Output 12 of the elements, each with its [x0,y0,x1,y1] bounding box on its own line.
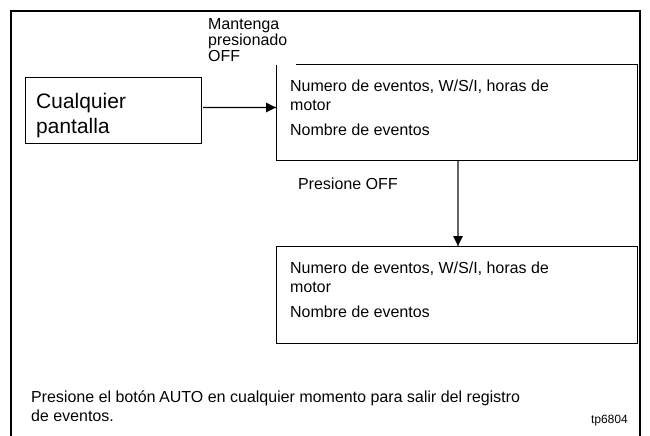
process-box [25,77,202,144]
figure-code: tp6804 [591,412,628,426]
box-title: Cualquier pantalla [36,90,127,140]
edge-label: Mantenga presionado OFF [208,17,296,65]
box-subtext: Nombre de eventos [290,122,431,141]
process-box [276,64,638,161]
box-subtext: Nombre de eventos [290,304,431,323]
box-text: Numero de eventos, W/S/I, horas de motor [290,260,550,298]
arrow [203,102,276,112]
arrow [453,161,463,246]
box-text: Numero de eventos, W/S/I, horas de motor [290,78,550,116]
process-box [276,246,638,344]
